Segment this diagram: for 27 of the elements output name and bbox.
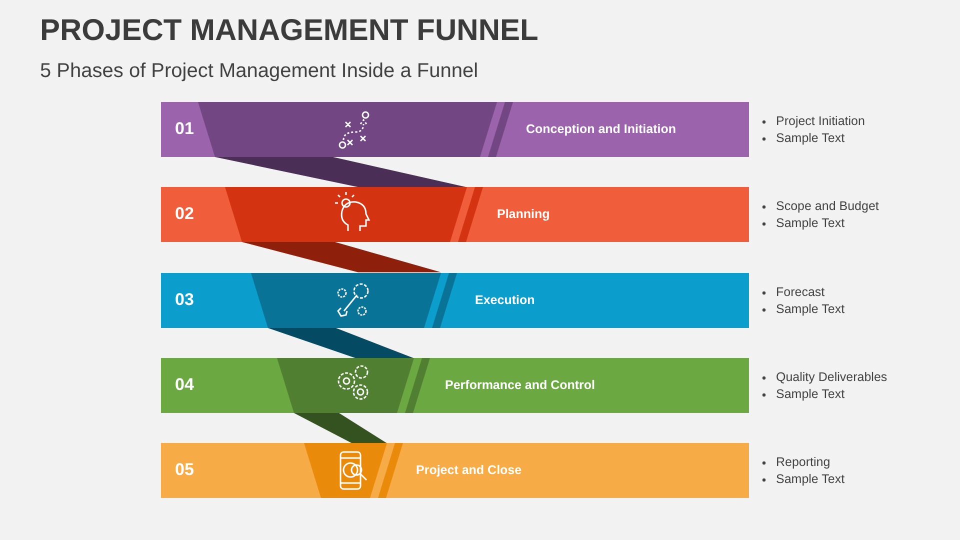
- bullet-text: Scope and Budget: [776, 198, 879, 216]
- phase-band: [161, 358, 749, 413]
- phase-title: Planning: [497, 206, 550, 224]
- slide-title: PROJECT MANAGEMENT FUNNEL: [40, 14, 538, 48]
- bullet-text: Sample Text: [776, 471, 845, 488]
- step-number: 02: [175, 203, 194, 226]
- phase-band: [161, 272, 749, 328]
- bullet-text: Sample Text: [776, 386, 845, 403]
- step-number: 04: [175, 374, 194, 396]
- bullet-text: Reporting: [776, 454, 830, 472]
- step-number: 03: [175, 288, 194, 311]
- phase-band: [161, 187, 749, 242]
- bullet-text: Forecast: [776, 284, 825, 301]
- bullet-text: Sample Text: [776, 130, 845, 147]
- phase-band: [161, 102, 749, 157]
- step-number: 05: [175, 459, 194, 482]
- phase-title: Execution: [475, 292, 535, 309]
- slide-subtitle: 5 Phases of Project Management Inside a Funnel: [40, 60, 478, 83]
- phase-band: [161, 443, 749, 498]
- bullet-text: Sample Text: [776, 215, 845, 232]
- phase-title: Performance and Control: [445, 376, 596, 394]
- bullet-text: Quality Deliverables: [776, 368, 888, 386]
- step-number: 01: [175, 118, 194, 140]
- bullet-text: Sample Text: [776, 300, 845, 318]
- phase-title: Project and Close: [416, 462, 522, 480]
- bullet-text: Project Initiation: [776, 113, 865, 130]
- phase-title: Conception and Initiation: [526, 121, 676, 138]
